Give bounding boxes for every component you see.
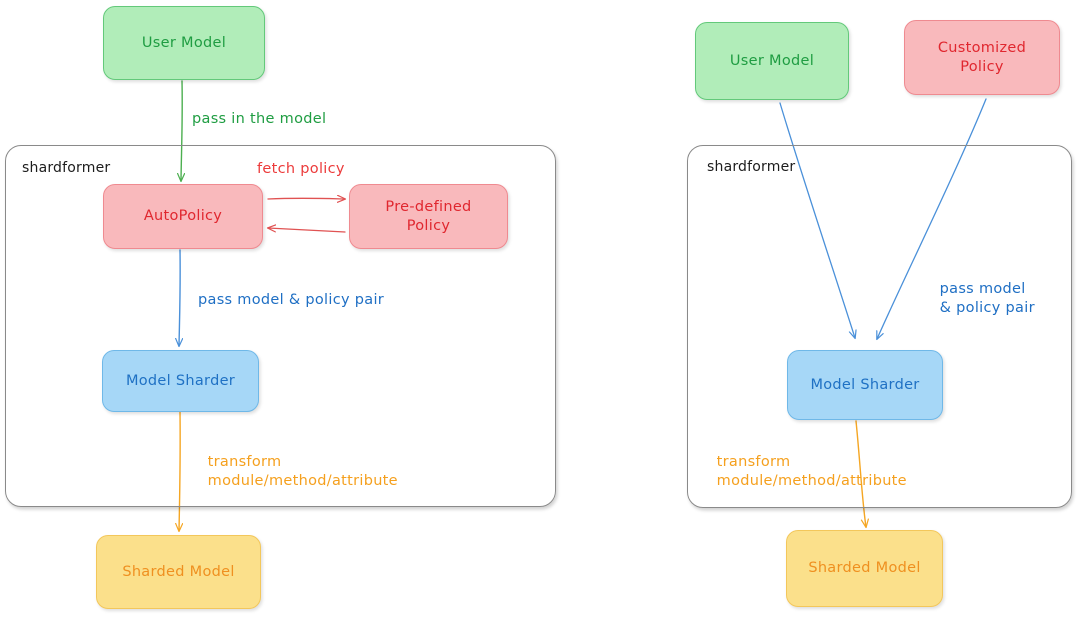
right-sharded-model-text: Sharded Model: [808, 560, 921, 577]
right-node-user-model[interactable]: User Model: [695, 22, 849, 100]
right-transform-line2: module/method/attribute: [716, 472, 907, 489]
left-node-autopolicy[interactable]: AutoPolicy: [103, 184, 263, 249]
right-node-model-sharder[interactable]: Model Sharder: [787, 350, 943, 420]
right-pass-model-line1: pass model: [939, 280, 1026, 297]
left-shardformer-label: shardformer: [22, 160, 111, 176]
left-predefined-policy-line1: Pre-defined: [385, 199, 472, 216]
left-transform-line2: module/method/attribute: [207, 472, 398, 489]
right-shardformer-container: [687, 145, 1072, 508]
left-edge-label-fetch-policy: fetch policy: [257, 161, 345, 177]
right-customized-policy-line1: Customized: [937, 40, 1027, 57]
right-node-sharded-model[interactable]: Sharded Model: [786, 530, 943, 607]
left-transform-line1: transform: [207, 453, 282, 470]
right-pass-model-line2: & policy pair: [939, 299, 1035, 316]
left-edge-label-pass-in-the-model: pass in the model: [192, 111, 327, 127]
left-node-predefined-policy[interactable]: Pre-defined Policy: [349, 184, 508, 249]
right-user-model-text: User Model: [729, 52, 815, 69]
left-node-user-model[interactable]: User Model: [103, 6, 265, 80]
left-edge-label-transform: transform module/method/attribute: [188, 434, 398, 509]
left-sharded-model-text: Sharded Model: [122, 563, 235, 580]
left-edge-label-pass-model-policy-pair: pass model & policy pair: [198, 292, 385, 308]
right-edge-label-pass-model-policy-pair: pass model & policy pair: [920, 261, 1035, 336]
left-user-model-text: User Model: [141, 34, 227, 51]
left-node-model-sharder[interactable]: Model Sharder: [102, 350, 259, 412]
right-node-customized-policy[interactable]: Customized Policy: [904, 20, 1060, 95]
left-shardformer-container: [5, 145, 556, 507]
right-edge-label-transform: transform module/method/attribute: [697, 434, 907, 509]
left-model-sharder-text: Model Sharder: [125, 372, 236, 389]
right-model-sharder-text: Model Sharder: [810, 376, 920, 393]
left-predefined-policy-line2: Policy: [406, 217, 451, 234]
left-autopolicy-text: AutoPolicy: [143, 208, 223, 225]
right-customized-policy-line2: Policy: [960, 58, 1004, 75]
left-node-sharded-model[interactable]: Sharded Model: [96, 535, 261, 609]
right-shardformer-label: shardformer: [707, 159, 796, 175]
right-transform-line1: transform: [716, 453, 791, 470]
